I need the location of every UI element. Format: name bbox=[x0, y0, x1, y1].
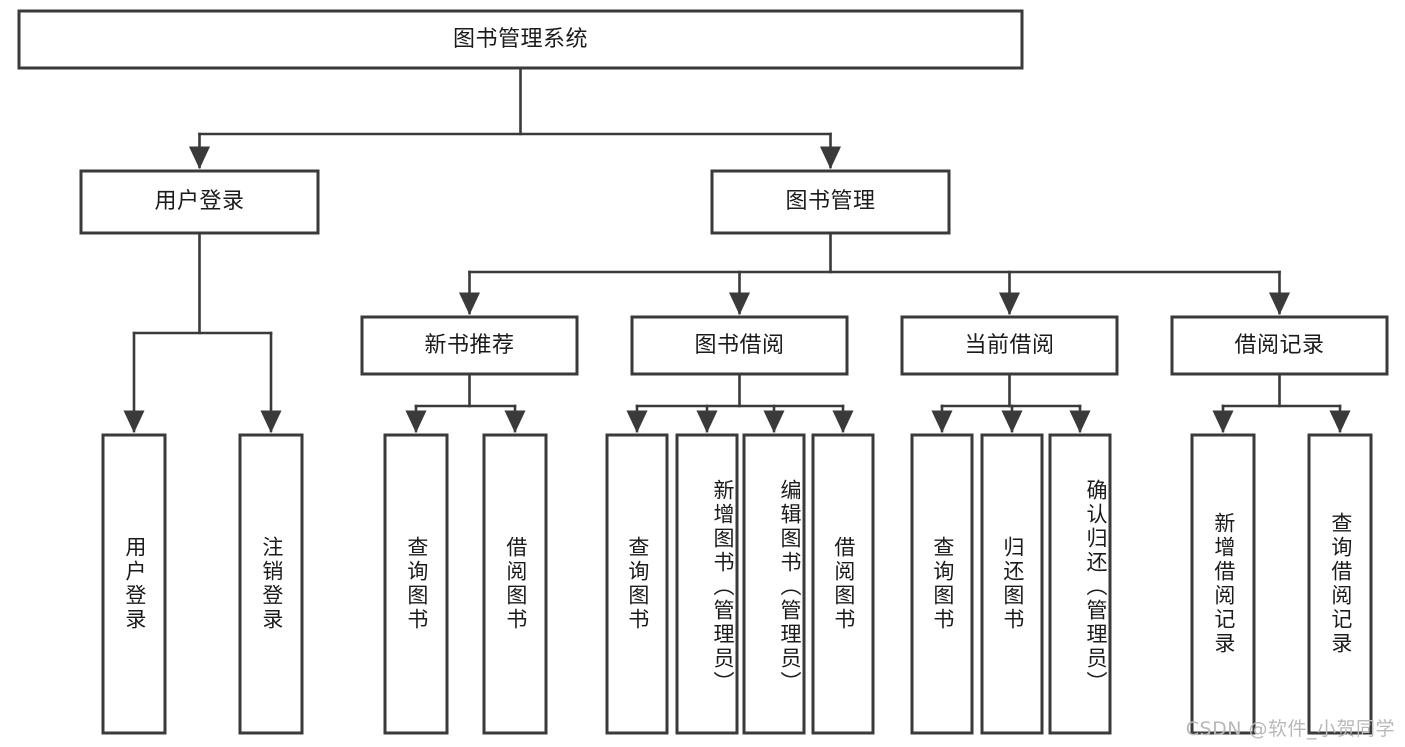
leaf-box-borrow-book-1[interactable] bbox=[482, 433, 548, 735]
leaf-box-query-book-1[interactable] bbox=[383, 433, 449, 735]
leaf-box-return-book[interactable] bbox=[980, 433, 1044, 735]
node-box-book-manage[interactable] bbox=[710, 169, 951, 235]
leaf-box-add-record[interactable] bbox=[1190, 433, 1256, 735]
leaf-box-confirm-return[interactable] bbox=[1048, 433, 1112, 735]
node-box-user-login[interactable] bbox=[79, 169, 320, 235]
leaf-box-query-record[interactable] bbox=[1307, 433, 1373, 735]
leaf-box-query-book-3[interactable] bbox=[910, 433, 974, 735]
leaf-box-borrow-book-2[interactable] bbox=[811, 433, 875, 735]
leaf-box-query-book-2[interactable] bbox=[605, 433, 669, 735]
node-box-borrow-records[interactable] bbox=[1170, 315, 1389, 376]
node-box-root[interactable] bbox=[17, 9, 1024, 70]
leaf-box-edit-book[interactable] bbox=[742, 433, 806, 735]
node-box-current-borrow[interactable] bbox=[900, 315, 1119, 376]
node-box-new-book-recommend[interactable] bbox=[360, 315, 579, 376]
leaf-box-add-book[interactable] bbox=[675, 433, 739, 735]
leaf-box-logout[interactable] bbox=[238, 433, 304, 735]
node-box-book-borrow[interactable] bbox=[630, 315, 849, 376]
watermark-text: CSDN @软件_小贺同学 bbox=[1185, 718, 1395, 740]
leaf-box-user-login[interactable] bbox=[101, 433, 167, 735]
